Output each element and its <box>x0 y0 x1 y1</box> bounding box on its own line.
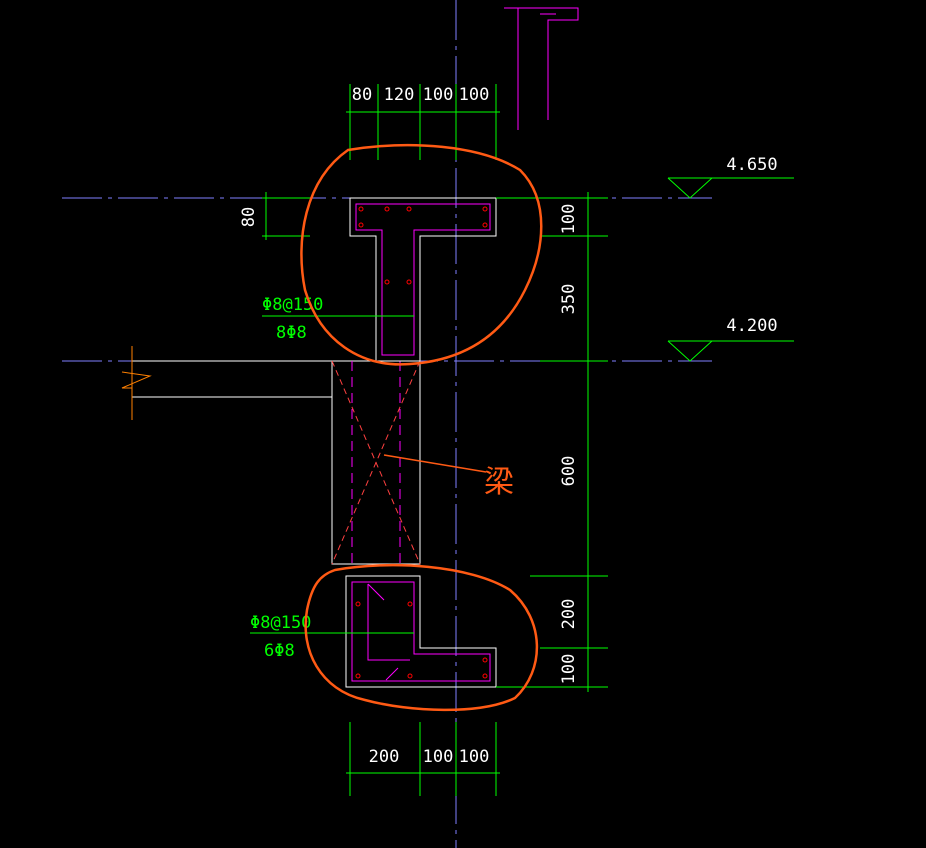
bottom-dim-100-a: 100 <box>423 747 454 767</box>
top-partial-element <box>504 7 579 130</box>
upper-t-outline <box>349 197 497 362</box>
bottom-dim-100-b: 100 <box>459 747 490 767</box>
orange-annotations <box>300 143 543 712</box>
beam-leader-line <box>383 454 487 473</box>
axis-lines <box>62 0 712 848</box>
elevation-text-4650: 4.650 <box>726 155 777 175</box>
right-dim-100-top: 100 <box>559 204 579 235</box>
bottom-dimension-chain <box>346 722 500 796</box>
upper-callout-bars: 8Φ8 <box>276 323 307 343</box>
right-dimension-chain <box>496 192 608 692</box>
elevation-marker-4650 <box>667 177 794 199</box>
beam-cross-hatch <box>331 360 421 565</box>
top-dim-120: 120 <box>384 85 415 105</box>
lower-l-rebar-dots <box>355 601 488 679</box>
lower-highlight-circle <box>304 563 539 712</box>
upper-t-section <box>349 197 497 362</box>
top-dim-100-b: 100 <box>459 85 490 105</box>
upper-t-rebar-cage <box>355 203 491 356</box>
right-dim-350: 350 <box>559 284 579 315</box>
lower-l-outline <box>345 575 497 688</box>
slab <box>121 346 420 420</box>
lower-callout-stirrup: Φ8@150 <box>250 613 311 633</box>
right-dim-100-bottom: 100 <box>559 654 579 685</box>
lower-callout: Φ8@150 6Φ8 <box>250 613 414 661</box>
top-dim-80: 80 <box>352 85 372 105</box>
upper-callout: Φ8@150 8Φ8 <box>262 295 414 343</box>
left-dim-80: 80 <box>239 207 259 227</box>
upper-highlight-circle <box>300 143 543 366</box>
right-dim-600: 600 <box>559 456 579 487</box>
beam-label: 梁 <box>484 465 514 500</box>
elevation-text-4200: 4.200 <box>726 316 777 336</box>
top-dim-100-a: 100 <box>423 85 454 105</box>
beam-stirrup-lines <box>351 361 401 564</box>
beam-outline <box>331 361 421 565</box>
right-dim-200: 200 <box>559 599 579 630</box>
lower-l-inner-lines <box>367 583 410 681</box>
lower-l-section <box>345 575 497 688</box>
upper-t-rebar-dots <box>358 206 488 285</box>
lower-callout-bars: 6Φ8 <box>264 641 295 661</box>
elevation-marker-4200 <box>667 340 794 362</box>
lower-l-rebar-cage <box>351 581 491 682</box>
break-symbol <box>121 371 152 389</box>
bottom-dim-200: 200 <box>369 747 400 767</box>
